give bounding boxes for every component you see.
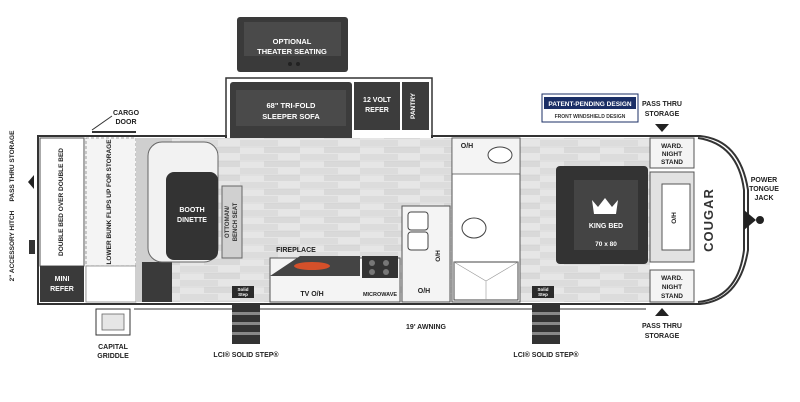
capital-griddle-label-1: CAPITAL — [98, 344, 129, 351]
solid-step-badge-left-2: Step — [238, 292, 248, 297]
solid-step-right — [532, 304, 560, 344]
double-bed-label: DOUBLE BED OVER DOUBLE BED — [58, 148, 65, 256]
bath-sink — [487, 146, 513, 164]
ward-nightstand-top — [649, 137, 695, 169]
power-jack-label-3: JACK — [754, 195, 773, 202]
front-cap: COUGAR POWER TONGUE JACK — [697, 137, 779, 303]
oh-kitchen-label: O/H — [418, 288, 430, 295]
theater-seating-label-1: OPTIONAL — [273, 37, 312, 46]
sink-right — [407, 231, 429, 251]
sleeper-sofa-label-2: SLEEPER SOFA — [262, 112, 320, 121]
stove — [362, 256, 398, 278]
accessory-hitch-label: 2" ACCESSORY HITCH — [9, 210, 16, 281]
pass-thru-bottom-label-1: PASS THRU — [642, 323, 682, 330]
solid-step-badge-left-1: Solid — [238, 287, 249, 292]
oh-bath-label: O/H — [461, 143, 473, 150]
booth-dinette-label-1: BOOTH — [179, 207, 204, 214]
ottoman-label-2: BENCH SEAT — [233, 202, 239, 241]
fireplace-label: FIREPLACE — [276, 247, 316, 254]
solid-step-badge-right-2: Step — [538, 292, 548, 297]
pass-thru-storage-left-label: PASS THRU STORAGE — [9, 130, 16, 202]
bedroom: KING BED 70 x 80 WARD. NIGHT STAND O/H W… — [556, 137, 695, 303]
mini-refer-label-1: MINI — [55, 276, 70, 283]
oh-counter-label: O/H — [435, 250, 442, 262]
pass-thru-top-label-2: STORAGE — [645, 111, 680, 118]
patent-badge: PATENT-PENDING DESIGN FRONT WINDSHIELD D… — [541, 93, 639, 123]
booth-dinette-label-2: DINETTE — [177, 217, 207, 224]
pass-thru-storage-bottom: PASS THRU STORAGE — [642, 308, 682, 340]
theater-seating-label-2: THEATER SEATING — [257, 47, 327, 56]
awning-and-steps: 19' AWNING CAPITAL GRIDDLE LCI® SOLID ST… — [95, 286, 646, 360]
cargo-door: CARGO DOOR — [91, 110, 140, 133]
booth-dinette: BOOTH DINETTE OTTOMAN/ BENCH SEAT — [166, 172, 243, 260]
solid-step-left-label: LCI® SOLID STEP® — [213, 351, 279, 359]
pass-thru-arrow-top — [655, 124, 669, 132]
tv-oh-label: TV O/H — [300, 291, 323, 298]
ottoman-label-1: OTTOMAN/ — [225, 206, 231, 238]
crown-icon — [592, 198, 618, 214]
pass-thru-bottom-label-2: STORAGE — [645, 333, 680, 340]
pass-thru-arrow-left — [28, 175, 34, 189]
capital-griddle-label-2: GRIDDLE — [97, 353, 129, 360]
mini-refer-label-2: REFER — [50, 286, 74, 293]
microwave-label: MICROWAVE — [363, 292, 397, 298]
living-slide: 68" TRI-FOLD SLEEPER SOFA 12 VOLT REFER … — [225, 77, 433, 145]
power-jack-label-1: POWER — [751, 177, 777, 184]
refer-12v — [354, 82, 400, 130]
ward-top-label-2: NIGHT — [662, 151, 682, 158]
kitchen: FIREPLACE TV O/H MICROWAVE O/H O/H — [269, 205, 451, 303]
ward-bot-label-1: WARD. — [661, 275, 683, 282]
power-tongue-jack — [756, 216, 764, 224]
ward-bot-label-2: NIGHT — [662, 284, 682, 291]
mini-refer — [40, 266, 84, 302]
refer-12v-label-1: 12 VOLT — [363, 97, 392, 104]
king-size-label: 70 x 80 — [595, 241, 617, 248]
ward-bot-label-3: STAND — [661, 293, 683, 300]
sink-left — [407, 211, 429, 231]
cargo-door-label-2: DOOR — [116, 119, 137, 126]
solid-step-badge-right-1: Solid — [538, 287, 549, 292]
pantry — [402, 82, 429, 130]
brand-label: COUGAR — [701, 188, 716, 252]
ward-top-label-1: WARD. — [661, 143, 683, 150]
rear-exterior-labels: PASS THRU STORAGE 2" ACCESSORY HITCH — [9, 130, 35, 281]
toilet — [461, 217, 487, 239]
patent-label-2: FRONT WINDSHIELD DESIGN — [555, 114, 626, 120]
ottoman-bench — [221, 185, 243, 259]
solid-step-badge-left: Solid Step — [232, 286, 254, 298]
bathroom: O/H — [451, 137, 521, 303]
cargo-door-label-1: CARGO — [113, 110, 140, 117]
power-jack-label-2: TONGUE — [749, 186, 779, 193]
solid-step-right-label: LCI® SOLID STEP® — [513, 351, 579, 359]
king-bed-label: KING BED — [589, 223, 623, 230]
pass-thru-storage-top: PASS THRU STORAGE — [642, 101, 682, 132]
sleeper-sofa-label-1: 68" TRI-FOLD — [267, 101, 317, 110]
lower-bunk-label: LOWER BUNK FLIPS UP FOR STORAGE — [106, 139, 113, 265]
theater-seating-slide: OPTIONAL THEATER SEATING — [237, 17, 348, 72]
fireplace-flame — [294, 262, 330, 270]
pantry-label: PANTRY — [410, 92, 417, 119]
ward-nightstand-bottom — [649, 269, 695, 303]
solid-step-badge-right: Solid Step — [532, 286, 554, 298]
pass-thru-arrow-bottom — [655, 308, 669, 316]
solid-step-left — [232, 304, 260, 344]
accessory-hitch — [29, 240, 35, 254]
ward-top-label-3: STAND — [661, 159, 683, 166]
awning-label: 19' AWNING — [406, 324, 446, 331]
patent-label-1: PATENT-PENDING DESIGN — [548, 101, 631, 108]
pass-thru-top-label-1: PASS THRU — [642, 101, 682, 108]
oh-bedroom-label: O/H — [671, 212, 678, 224]
refer-12v-label-2: REFER — [365, 107, 389, 114]
